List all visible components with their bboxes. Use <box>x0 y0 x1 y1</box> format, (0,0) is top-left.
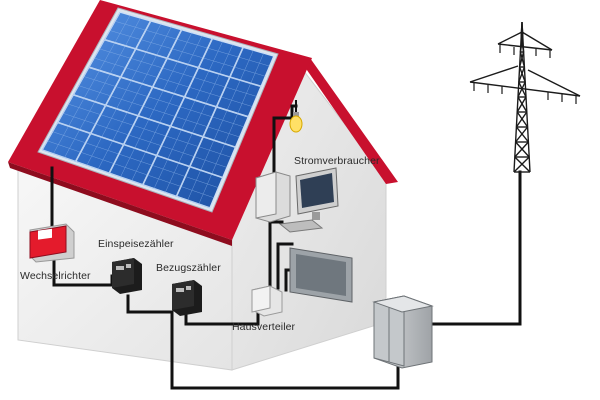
panel-grid-line <box>176 47 244 197</box>
panel-grid-line <box>86 23 162 166</box>
panel-grid-line <box>517 81 526 98</box>
bulb-icon <box>289 100 303 133</box>
panel-grid-line <box>518 51 525 68</box>
panel-grid-line <box>47 140 215 199</box>
label-consumers: Stromverbraucher <box>294 155 380 167</box>
panel-grid-line <box>99 48 258 97</box>
inverter-icon <box>29 223 75 263</box>
panel-grid-line <box>187 50 254 201</box>
panel-grid-line <box>52 14 131 154</box>
panel-grid-line <box>120 32 193 178</box>
label-house-distributor: Hausverteiler <box>232 321 296 333</box>
panel-grid-line <box>131 35 203 182</box>
panel-grid-line <box>518 81 527 98</box>
feed-in-meter-icon <box>112 258 142 294</box>
panel-grid-line <box>75 20 152 162</box>
panel-grid-line <box>52 131 219 188</box>
panel-grid-line <box>517 96 528 113</box>
panel-grid-line <box>114 20 270 67</box>
solar-panel-icon <box>37 7 279 213</box>
panel-grid-line <box>520 36 525 53</box>
grid-cabinet-icon <box>372 295 434 369</box>
house-distributor-icon <box>251 285 283 317</box>
panel-grid-line <box>119 11 275 57</box>
panel-grid-line <box>521 21 524 38</box>
panel-grid-line <box>164 44 234 193</box>
panel-grid-line <box>514 156 531 173</box>
label-consumption-meter: Bezugszähler <box>156 262 221 274</box>
panel-grid-line <box>88 66 249 118</box>
roof-edge <box>8 162 232 246</box>
panel-grid-line <box>519 36 524 53</box>
panel-grid-line <box>209 55 275 209</box>
panel-grid-line <box>97 26 172 170</box>
panel-grid-line <box>93 57 253 107</box>
panel-grid-line <box>57 122 223 178</box>
panel-grid-line <box>64 17 141 158</box>
panel-grid-line <box>153 41 223 189</box>
panel-grid-line <box>198 52 264 205</box>
panel-grid-line <box>515 126 529 143</box>
tv-icon <box>289 247 353 303</box>
panel-grid-line <box>142 38 213 185</box>
consumption-meter-icon <box>172 280 202 316</box>
panel-grid-line <box>516 111 529 128</box>
panel-grid-line <box>109 30 266 77</box>
panel-grid-line <box>515 141 530 158</box>
panel-grid-line <box>73 94 236 148</box>
panel-grid-line <box>78 85 240 138</box>
panel-grid-line <box>67 103 232 158</box>
panel-grid-line <box>83 76 245 128</box>
label-feed-in-meter: Einspeisezähler <box>98 238 174 250</box>
roof-overhang <box>300 58 398 184</box>
panel-grid-line <box>41 11 121 151</box>
panel-grid-line <box>518 66 526 83</box>
power-pylon-icon <box>469 21 581 173</box>
computer-icon <box>255 167 339 233</box>
panel-grid-line <box>104 39 262 87</box>
label-inverter: Wechselrichter <box>20 270 91 282</box>
panel-grid-line <box>518 66 526 83</box>
panel-grid-line <box>41 149 211 209</box>
panel-grid-line <box>108 29 182 174</box>
panel-grid-line <box>62 112 228 168</box>
panel-grid-line <box>519 51 526 68</box>
